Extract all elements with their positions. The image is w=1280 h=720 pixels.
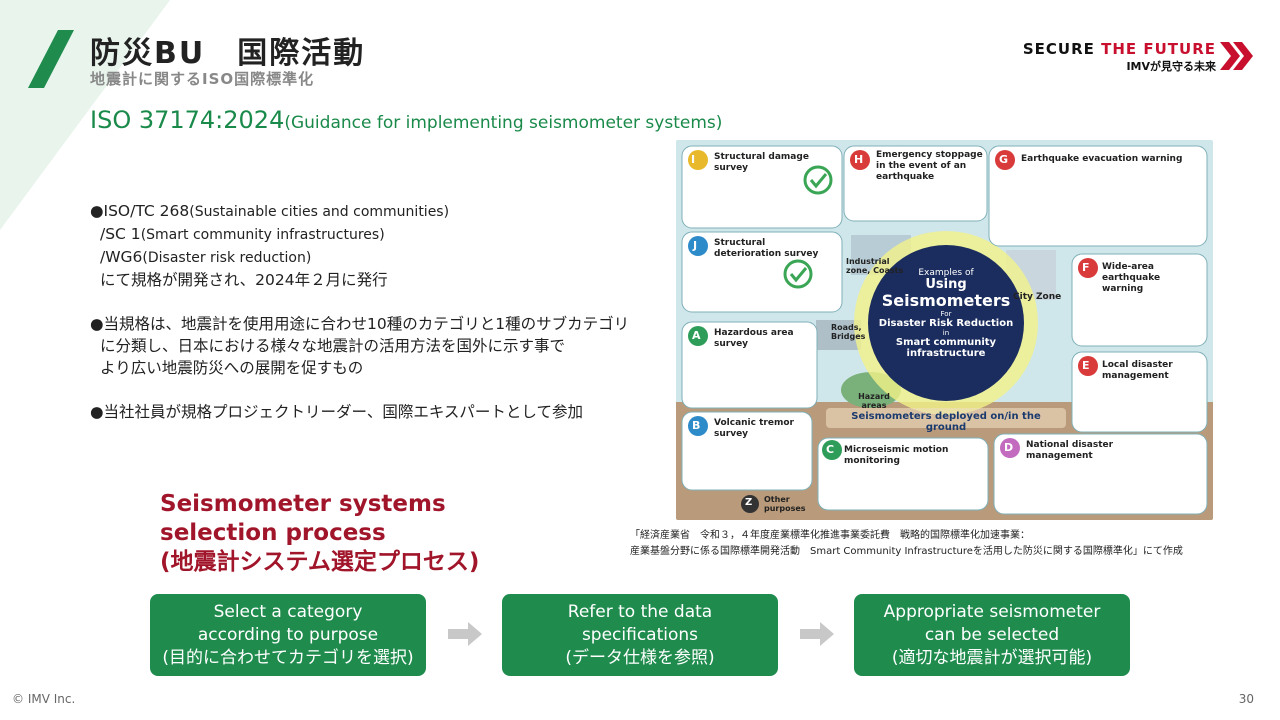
panel-G bbox=[988, 145, 1208, 247]
page-subtitle: 地震計に関するISO国際標準化 bbox=[90, 70, 315, 88]
process-step-1: Select a category according to purpose (… bbox=[150, 594, 426, 676]
illustration-canvas bbox=[676, 145, 1213, 520]
process-step-2: Refer to the data specifications (データ仕様を… bbox=[502, 594, 778, 676]
bullet-2: ●当規格は、地震計を使用用途に合わせ10種のカテゴリと1種のサブカテゴリ に分類… bbox=[90, 315, 630, 377]
iso-code: ISO 37174:2024 bbox=[90, 106, 285, 134]
panel-title: Structural deterioration survey bbox=[714, 238, 819, 259]
road-block bbox=[816, 320, 861, 350]
brand-logo: SECURE THE FUTURE IMVが見守る未来 bbox=[1022, 40, 1253, 74]
panel-title: Microseismic motion monitoring bbox=[844, 445, 949, 466]
zone-label: Roads, Bridges bbox=[831, 323, 866, 341]
bullet-3: ●当社社員が規格プロジェクトリーダー、国際エキスパートとして参加 bbox=[90, 403, 583, 421]
page-title: 防災BU 国際活動 bbox=[90, 36, 366, 71]
page-number: 30 bbox=[1238, 692, 1254, 706]
panel-D bbox=[993, 433, 1208, 515]
bullet-list: ●ISO/TC 268(Sustainable cities and commu… bbox=[90, 200, 660, 445]
panel-F bbox=[1071, 253, 1208, 347]
zone-label: Industrial zone, Coasts bbox=[846, 257, 904, 275]
arrow-right-icon bbox=[800, 622, 834, 646]
brand-text-b: THE FUTURE bbox=[1101, 40, 1216, 58]
process-step-3: Appropriate seismometer can be selected … bbox=[854, 594, 1130, 676]
source-caption: 「経済産業省 令和３，４年度産業標準化推進事業委託費 戦略的国際標準化加速事業：… bbox=[630, 530, 1183, 557]
zone-label: City Zone bbox=[1013, 292, 1062, 302]
panel-title: Local disaster management bbox=[1102, 360, 1173, 381]
check-icon bbox=[803, 165, 833, 195]
panel-H bbox=[843, 145, 988, 222]
brand-tagline: IMVが見守る未来 bbox=[1126, 60, 1216, 73]
panel-B bbox=[681, 411, 813, 491]
bullet-1: ●ISO/TC 268(Sustainable cities and commu… bbox=[90, 202, 450, 289]
seismometer-usage-illustration: I H G J F A E B C D Z Structural damage … bbox=[676, 140, 1213, 520]
copyright: © IMV Inc. bbox=[12, 692, 76, 706]
panel-Z bbox=[741, 495, 759, 513]
iso-heading: ISO 37174:2024(Guidance for implementing… bbox=[90, 106, 722, 134]
center-circle bbox=[868, 245, 1024, 401]
brand-text-a: SECURE bbox=[1022, 40, 1102, 58]
panel-I bbox=[681, 145, 843, 229]
panel-A bbox=[681, 321, 818, 409]
panel-E bbox=[1071, 351, 1208, 433]
iso-title: (Guidance for implementing seismometer s… bbox=[284, 113, 723, 133]
panel-C bbox=[817, 437, 989, 511]
panel-title: Other purposes bbox=[764, 495, 806, 513]
selection-process-title: Seismometer systems selection process (地… bbox=[160, 491, 480, 575]
panel-title: Volcanic tremor survey bbox=[714, 418, 794, 439]
panel-title: Wide-area earthquake warning bbox=[1102, 262, 1161, 294]
panel-J bbox=[681, 231, 843, 313]
zone-label: Hazard areas bbox=[858, 392, 890, 410]
check-icon bbox=[783, 259, 813, 289]
center-title: Examples of Using Seismometers For Disas… bbox=[878, 268, 1014, 359]
panel-title: Emergency stoppage in the event of an ea… bbox=[876, 150, 983, 182]
panel-title: Structural damage survey bbox=[714, 152, 809, 173]
panel-title: National disaster management bbox=[1026, 440, 1114, 461]
panel-title: Earthquake evacuation warning bbox=[1021, 154, 1183, 164]
panel-title: Hazardous area survey bbox=[714, 328, 794, 349]
chevron-right-icon bbox=[1220, 42, 1253, 70]
ground-label: Seismometers deployed on/in the ground bbox=[851, 411, 1041, 433]
arrow-right-icon bbox=[448, 622, 482, 646]
title-slash-accent bbox=[28, 30, 74, 88]
